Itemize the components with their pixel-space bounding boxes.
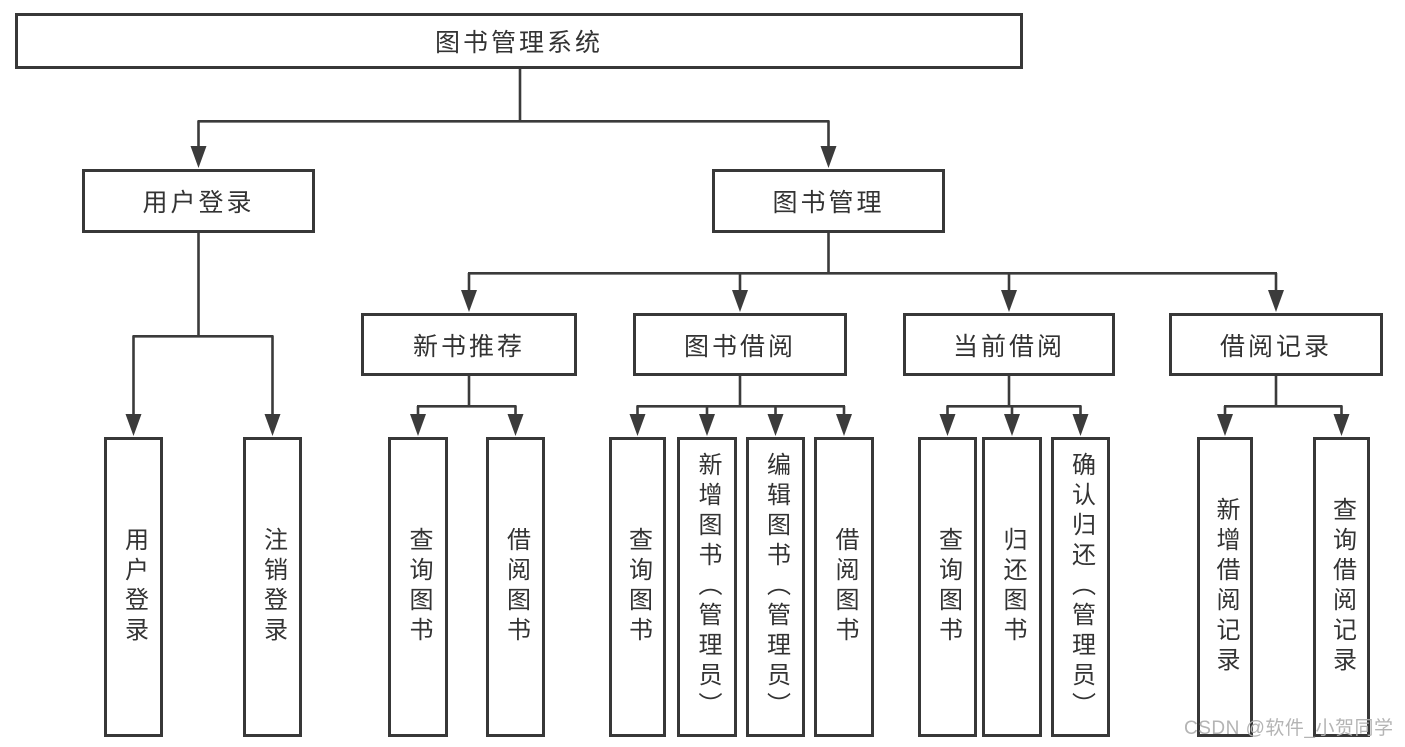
leaf-add-books-admin-label: 新增图书（管理员）	[694, 452, 721, 722]
leaf-borrowing-query-books-label: 查询图书	[624, 527, 652, 647]
leaf-borrowing-borrow-books-label: 借阅图书	[831, 527, 858, 647]
leaf-add-borrow-record: 新增借阅记录	[1197, 437, 1253, 737]
leaf-recommend-query-books: 查询图书	[388, 437, 448, 737]
leaf-confirm-return-admin-label: 确认归还（管理员）	[1067, 452, 1095, 722]
leaf-logout-label: 注销登录	[259, 527, 287, 647]
connector-user-login-to-leaves	[125, 233, 281, 436]
node-current-borrowing: 当前借阅	[903, 313, 1115, 376]
leaf-return-books-label: 归还图书	[999, 527, 1026, 647]
node-borrowing-records-label: 借阅记录	[1219, 332, 1332, 361]
leaf-borrowing-borrow-books: 借阅图书	[814, 437, 874, 737]
connector-book-management-to-level3	[461, 233, 1284, 312]
leaf-edit-books-admin-label: 编辑图书（管理员）	[762, 452, 790, 722]
leaf-user-login-label: 用户登录	[120, 527, 148, 647]
leaf-query-borrow-record: 查询借阅记录	[1313, 437, 1370, 737]
connector-root-to-level2	[190, 69, 837, 168]
node-new-book-recommend-label: 新书推荐	[412, 332, 525, 361]
node-book-borrowing: 图书借阅	[633, 313, 847, 376]
leaf-current-query-books-label: 查询图书	[934, 527, 962, 647]
node-borrowing-records: 借阅记录	[1169, 313, 1383, 376]
node-book-management-label: 图书管理	[772, 189, 885, 217]
watermark: CSDN @软件_小贺同学	[1184, 718, 1394, 739]
leaf-recommend-borrow-books: 借阅图书	[486, 437, 545, 737]
connector-new-book-recommend-to-leaves	[410, 376, 524, 436]
leaf-add-books-admin: 新增图书（管理员）	[677, 437, 737, 737]
leaf-borrowing-query-books: 查询图书	[609, 437, 666, 737]
node-book-borrowing-label: 图书借阅	[683, 332, 796, 361]
leaf-query-borrow-record-label: 查询借阅记录	[1328, 497, 1356, 677]
node-book-management: 图书管理	[712, 169, 945, 233]
connector-book-borrowing-to-leaves	[629, 376, 852, 436]
node-root: 图书管理系统	[15, 13, 1023, 69]
leaf-recommend-query-books-label: 查询图书	[405, 527, 432, 647]
leaf-current-query-books: 查询图书	[918, 437, 977, 737]
leaf-confirm-return-admin: 确认归还（管理员）	[1051, 437, 1110, 737]
leaf-logout: 注销登录	[243, 437, 302, 737]
leaf-user-login: 用户登录	[104, 437, 163, 737]
leaf-edit-books-admin: 编辑图书（管理员）	[746, 437, 805, 737]
connector-current-borrowing-to-leaves	[939, 376, 1089, 436]
connector-borrowing-records-to-leaves	[1217, 376, 1350, 436]
leaf-add-borrow-record-label: 新增借阅记录	[1212, 497, 1239, 677]
node-current-borrowing-label: 当前借阅	[952, 332, 1065, 361]
node-root-label: 图书管理系统	[434, 29, 603, 57]
leaf-recommend-borrow-books-label: 借阅图书	[502, 527, 530, 647]
leaf-return-books: 归还图书	[982, 437, 1042, 737]
node-new-book-recommend: 新书推荐	[361, 313, 577, 376]
node-user-login-label: 用户登录	[142, 189, 255, 217]
node-user-login: 用户登录	[82, 169, 315, 233]
